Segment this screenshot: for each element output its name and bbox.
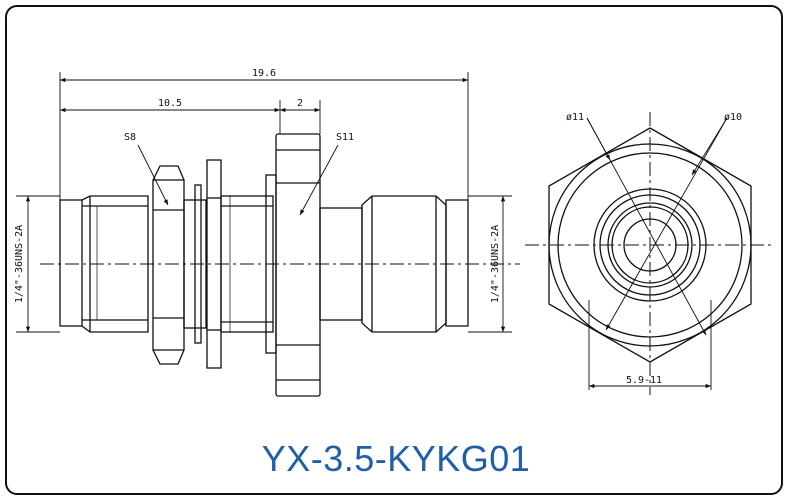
hex-nut xyxy=(152,165,185,365)
label-diameter-outer: ø11 xyxy=(566,112,584,123)
part-number-title: YX-3.5-KYKG01 xyxy=(261,438,531,479)
hex-outline xyxy=(548,127,752,363)
label-thread-left: 1/4"-36UNS-2A xyxy=(14,225,25,303)
side-view xyxy=(16,72,520,397)
thread-circle-outer xyxy=(593,188,707,302)
flange xyxy=(265,133,321,397)
right-threaded-end xyxy=(361,195,469,333)
label-diameter-inner: ø10 xyxy=(724,112,742,123)
bore-mid xyxy=(611,206,689,284)
dim-body-length: 10.5 xyxy=(158,98,182,109)
threaded-shank xyxy=(220,195,274,333)
left-threaded-end xyxy=(59,195,149,333)
thread-circle-mid xyxy=(599,194,701,296)
dimension-lines xyxy=(25,77,506,332)
extension-lines xyxy=(16,72,512,333)
bore-inner xyxy=(623,218,677,272)
label-flange-wrench: S11 xyxy=(336,132,354,143)
dim-hex-span: 5.9-11 xyxy=(626,375,662,386)
dim-flange-thickness: 2 xyxy=(297,98,303,109)
bore-outer xyxy=(607,202,693,288)
flange-circle-outer xyxy=(548,143,752,347)
drawing-frame xyxy=(5,5,783,495)
label-thread-right: 1/4"-36UNS-2A xyxy=(490,225,501,303)
end-view xyxy=(525,112,775,395)
leader-lines xyxy=(137,144,339,216)
dim-overall-length: 19.6 xyxy=(252,68,276,79)
label-nut-wrench: S8 xyxy=(124,132,136,143)
flange-circle-inner xyxy=(557,152,743,338)
